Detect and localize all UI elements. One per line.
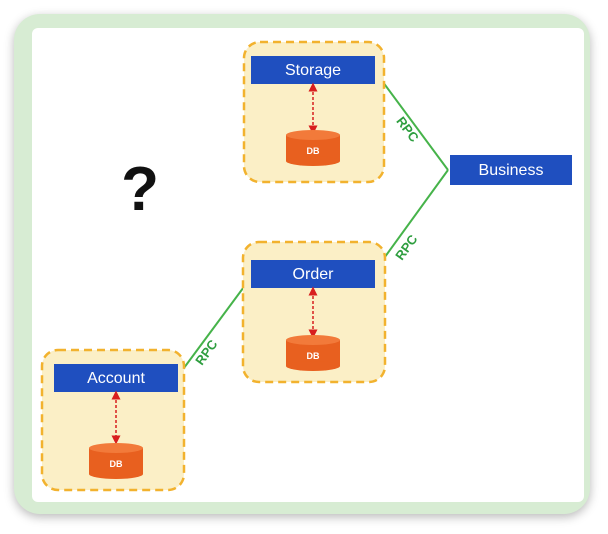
storage-service-label: Storage (285, 62, 341, 79)
storage-service-box[interactable] (251, 56, 375, 84)
rpc-label-storage: RPC (393, 114, 422, 145)
rpc-line-account-order (177, 275, 253, 377)
business-service-label: Business (479, 162, 544, 179)
rpc-connections (177, 70, 449, 377)
order-group: Order DB (241, 240, 387, 384)
account-group: Account DB (40, 348, 186, 492)
storage-db-label: DB (307, 146, 320, 156)
rpc-label-account: RPC (192, 336, 221, 368)
account-service-box[interactable] (54, 364, 178, 392)
account-db-label: DB (110, 459, 123, 469)
order-db-icon (286, 335, 340, 371)
storage-db-icon (286, 130, 340, 166)
order-db-label: DB (307, 351, 320, 361)
business-service-box[interactable] (450, 155, 572, 185)
rpc-label-order: RPC (392, 231, 421, 263)
question-mark: ? (121, 155, 159, 224)
rpc-line-storage-business (374, 70, 449, 171)
rpc-line-order-business (374, 169, 449, 272)
storage-group: Storage DB (242, 40, 386, 184)
order-service-box[interactable] (251, 260, 375, 288)
account-db-icon (89, 443, 143, 479)
business-node: Business (450, 155, 572, 185)
order-service-label: Order (293, 266, 335, 283)
account-service-label: Account (87, 370, 145, 387)
